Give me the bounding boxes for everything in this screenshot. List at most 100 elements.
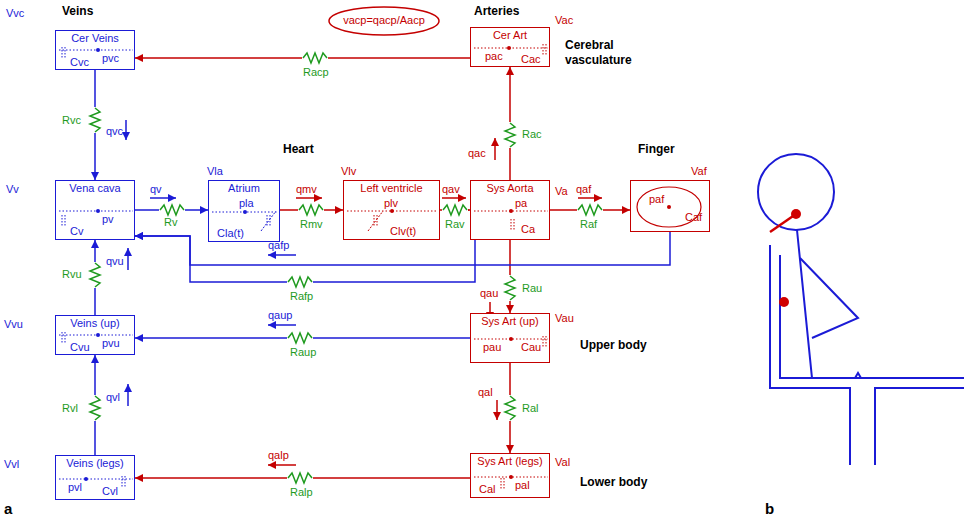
resistor-label: Rav	[445, 218, 465, 231]
flow-label: qmv	[296, 182, 317, 196]
resistor-gap	[88, 262, 102, 288]
head-circle	[758, 154, 834, 230]
capacitor-plate	[377, 215, 378, 227]
variable-label: Vvc	[6, 7, 24, 20]
compartment-box: Sys AortaVapaCa	[470, 180, 550, 240]
section-heading: Upper body	[580, 338, 647, 353]
capacitor-plate	[546, 44, 547, 56]
capacitor-plate	[511, 219, 512, 231]
compartment-name: Sys Art (legs)	[477, 455, 542, 468]
variable-label: pac	[485, 50, 503, 63]
variable-label: Vvu	[4, 318, 23, 331]
flow-arrow	[268, 464, 296, 466]
section-heading: Finger	[638, 142, 675, 157]
capacitor-plate	[267, 215, 268, 227]
resistor-symbol	[90, 108, 100, 132]
heart-dot	[779, 297, 789, 307]
capacitor-plate	[504, 478, 505, 490]
capacitor-plate	[65, 215, 66, 227]
flow-label: qvl	[106, 390, 120, 404]
resistor-label: Rvu	[62, 268, 82, 281]
variable-capacitance	[261, 211, 276, 231]
resistor-symbol	[90, 396, 100, 420]
resistor-symbol	[288, 473, 312, 483]
flow-label: qvu	[106, 254, 124, 268]
section-heading: Veins	[62, 4, 93, 19]
resistor-gap	[577, 203, 603, 217]
pressure-node	[509, 209, 513, 213]
variable-label: Caf	[685, 211, 702, 224]
capacitor-plate	[270, 215, 271, 227]
compartment-name: Sys Aorta	[486, 182, 533, 195]
chair-outer	[770, 245, 850, 465]
flow-arrow	[296, 197, 322, 199]
flow-arrow	[127, 248, 129, 270]
resistor-gap	[88, 395, 102, 421]
variable-label: Va	[555, 185, 568, 198]
flow-arrow	[127, 384, 129, 406]
variable-label: pal	[515, 479, 530, 492]
compartment-box: Cer ArtVacpacCac	[470, 27, 550, 67]
resistor-symbol	[90, 263, 100, 287]
sensor-dot	[791, 209, 801, 219]
resistor-label: Racp	[303, 66, 329, 79]
resistor-gap	[298, 203, 324, 217]
compartment-name: vacp=qacp/Aacp	[343, 14, 425, 27]
flow-label: qau	[480, 286, 498, 300]
variable-label: Cal	[479, 483, 496, 496]
capacitor-plate	[374, 215, 375, 227]
flow-label: qaf	[576, 182, 591, 196]
resistor-symbol	[443, 205, 467, 215]
pressure-node	[509, 337, 513, 341]
compartment-name: Sys Art (up)	[481, 315, 538, 328]
resistor-symbol	[299, 205, 323, 215]
flow-label: qav	[442, 182, 460, 196]
torso-leg	[797, 230, 880, 378]
capacitor-plate	[65, 332, 66, 344]
compartment-box: AtriumVlaplaCla(t)	[208, 180, 280, 242]
variable-label: Cv	[70, 225, 83, 238]
variable-label: Cvl	[102, 485, 118, 498]
chair-seat	[780, 255, 964, 378]
section-heading: Heart	[283, 142, 314, 157]
resistor-symbol	[505, 396, 515, 420]
pressure-node	[96, 333, 100, 337]
resistor-gap	[503, 122, 517, 148]
compartment-name: Left ventricle	[360, 182, 422, 195]
variable-label: paf	[649, 193, 664, 206]
compartment-name: Cer Veins	[71, 32, 119, 45]
resistor-label: Rv	[164, 216, 177, 229]
capacitor-plate	[65, 47, 66, 59]
compartment-box: Veins (legs)VvlpvlCvl	[55, 455, 135, 500]
variable-label: pla	[239, 197, 254, 210]
resistor-gap	[287, 471, 313, 485]
capacitor-plate	[62, 47, 63, 59]
compartment-name: Veins (up)	[70, 317, 120, 330]
capacitor-plate	[62, 332, 63, 344]
flow-arrow	[125, 120, 127, 140]
pressure-node	[507, 46, 511, 50]
compartment-box: Sys Art (legs)ValpalCal	[470, 453, 550, 498]
compartment-symbol	[631, 181, 711, 233]
capacitor-plate	[543, 336, 544, 348]
resistor-label: Rac	[522, 128, 542, 141]
variable-label: pvc	[102, 52, 119, 65]
variable-label: Vac	[555, 14, 573, 27]
resistor-gap	[88, 107, 102, 133]
resistor-label: Ralp	[290, 486, 313, 499]
capacitor-plate	[501, 478, 502, 490]
resistor-symbol	[303, 53, 327, 63]
variable-label: pa	[515, 197, 527, 210]
pressure-node	[667, 205, 671, 209]
resistor-label: Rau	[522, 282, 542, 295]
variable-label: Vv	[6, 183, 19, 196]
resistor-gap	[159, 203, 185, 217]
resistor-label: Raup	[290, 346, 316, 359]
compartment-name: Atrium	[228, 182, 260, 195]
flow-label: qvc	[106, 124, 123, 138]
flow-label: qac	[468, 146, 486, 160]
flow-label: qv	[150, 182, 162, 196]
compartment-box: Left ventricleVlvplvClv(t)	[343, 180, 440, 240]
